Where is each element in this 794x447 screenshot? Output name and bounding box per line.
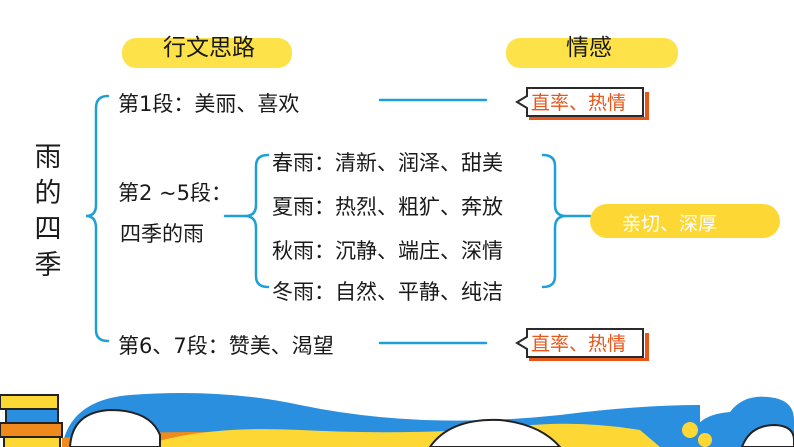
- emotion-para2-5-label: 亲切、深厚: [622, 213, 718, 235]
- emotion-para6-7-label: 直率、热情: [531, 333, 627, 355]
- emotion-tag-para2-5: [590, 204, 780, 238]
- season-summer: 夏雨：热烈、粗犷、奔放: [272, 195, 503, 219]
- tag-shape: [515, 328, 649, 361]
- emotion-tag-para6-7: 直率、热情: [513, 327, 649, 361]
- para2-5-text-line1: 第2 ~5段：: [118, 181, 232, 205]
- season-autumn: 秋雨：沉静、端庄、深情: [272, 239, 503, 263]
- emotion-para1-label: 直率、热情: [531, 92, 627, 114]
- header-right-highlight: [506, 38, 678, 68]
- header-left-highlight: [122, 38, 292, 68]
- title-char-1: 雨: [34, 142, 62, 173]
- emotion-tag-para1: 直率、热情: [513, 86, 649, 120]
- title-char-2: 的: [34, 178, 62, 209]
- para1-text: 第1段：美丽、喜欢: [118, 92, 300, 116]
- para2-5-text-line2: 四季的雨: [120, 222, 204, 246]
- tag-shape: [515, 87, 649, 120]
- season-winter: 冬雨：自然、平静、纯洁: [272, 280, 503, 304]
- title-char-3: 四: [34, 214, 62, 245]
- header-right: 情感: [566, 35, 612, 61]
- season-spring: 春雨：清新、润泽、甜美: [272, 151, 503, 175]
- para6-7-text: 第6、7段：赞美、渴望: [118, 334, 334, 358]
- title-char-4: 季: [34, 250, 62, 281]
- header-left: 行文思路: [163, 35, 255, 61]
